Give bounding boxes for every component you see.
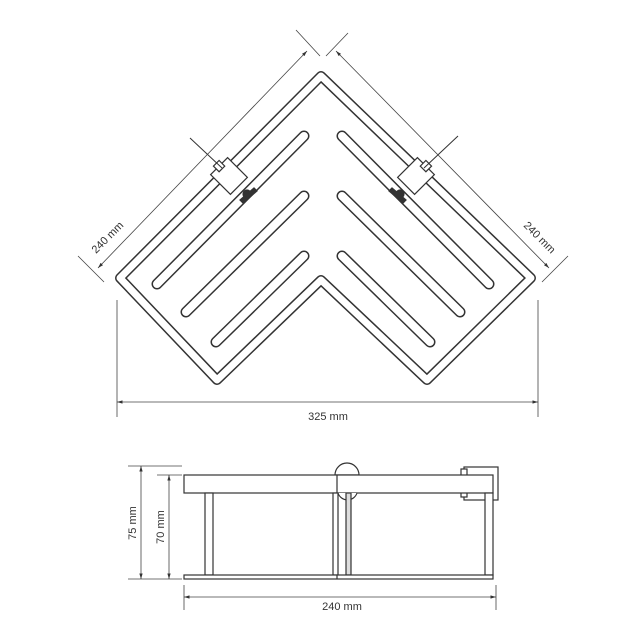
leg	[345, 492, 352, 576]
top-view: 240 mm 240 mm 325 mm	[77, 29, 569, 423]
side-view	[183, 462, 499, 580]
leg	[332, 492, 339, 576]
dimension-lines-top	[77, 29, 569, 417]
shelf-outline	[115, 71, 536, 385]
top-rail	[183, 474, 494, 494]
leg	[484, 492, 494, 576]
drain-slots	[151, 130, 495, 348]
dim-side-width-label: 240 mm	[322, 601, 362, 613]
bottom-rail	[183, 574, 494, 580]
dome	[334, 462, 360, 476]
dim-total-height-label: 75 mm	[127, 506, 139, 540]
dim-left-label: 240 mm	[90, 220, 127, 257]
dim-height-label: 70 mm	[155, 510, 167, 544]
dim-right-label: 240 mm	[521, 220, 558, 257]
dim-width-label: 325 mm	[308, 411, 348, 423]
leg	[204, 492, 214, 576]
dimension-lines-side	[128, 465, 497, 610]
